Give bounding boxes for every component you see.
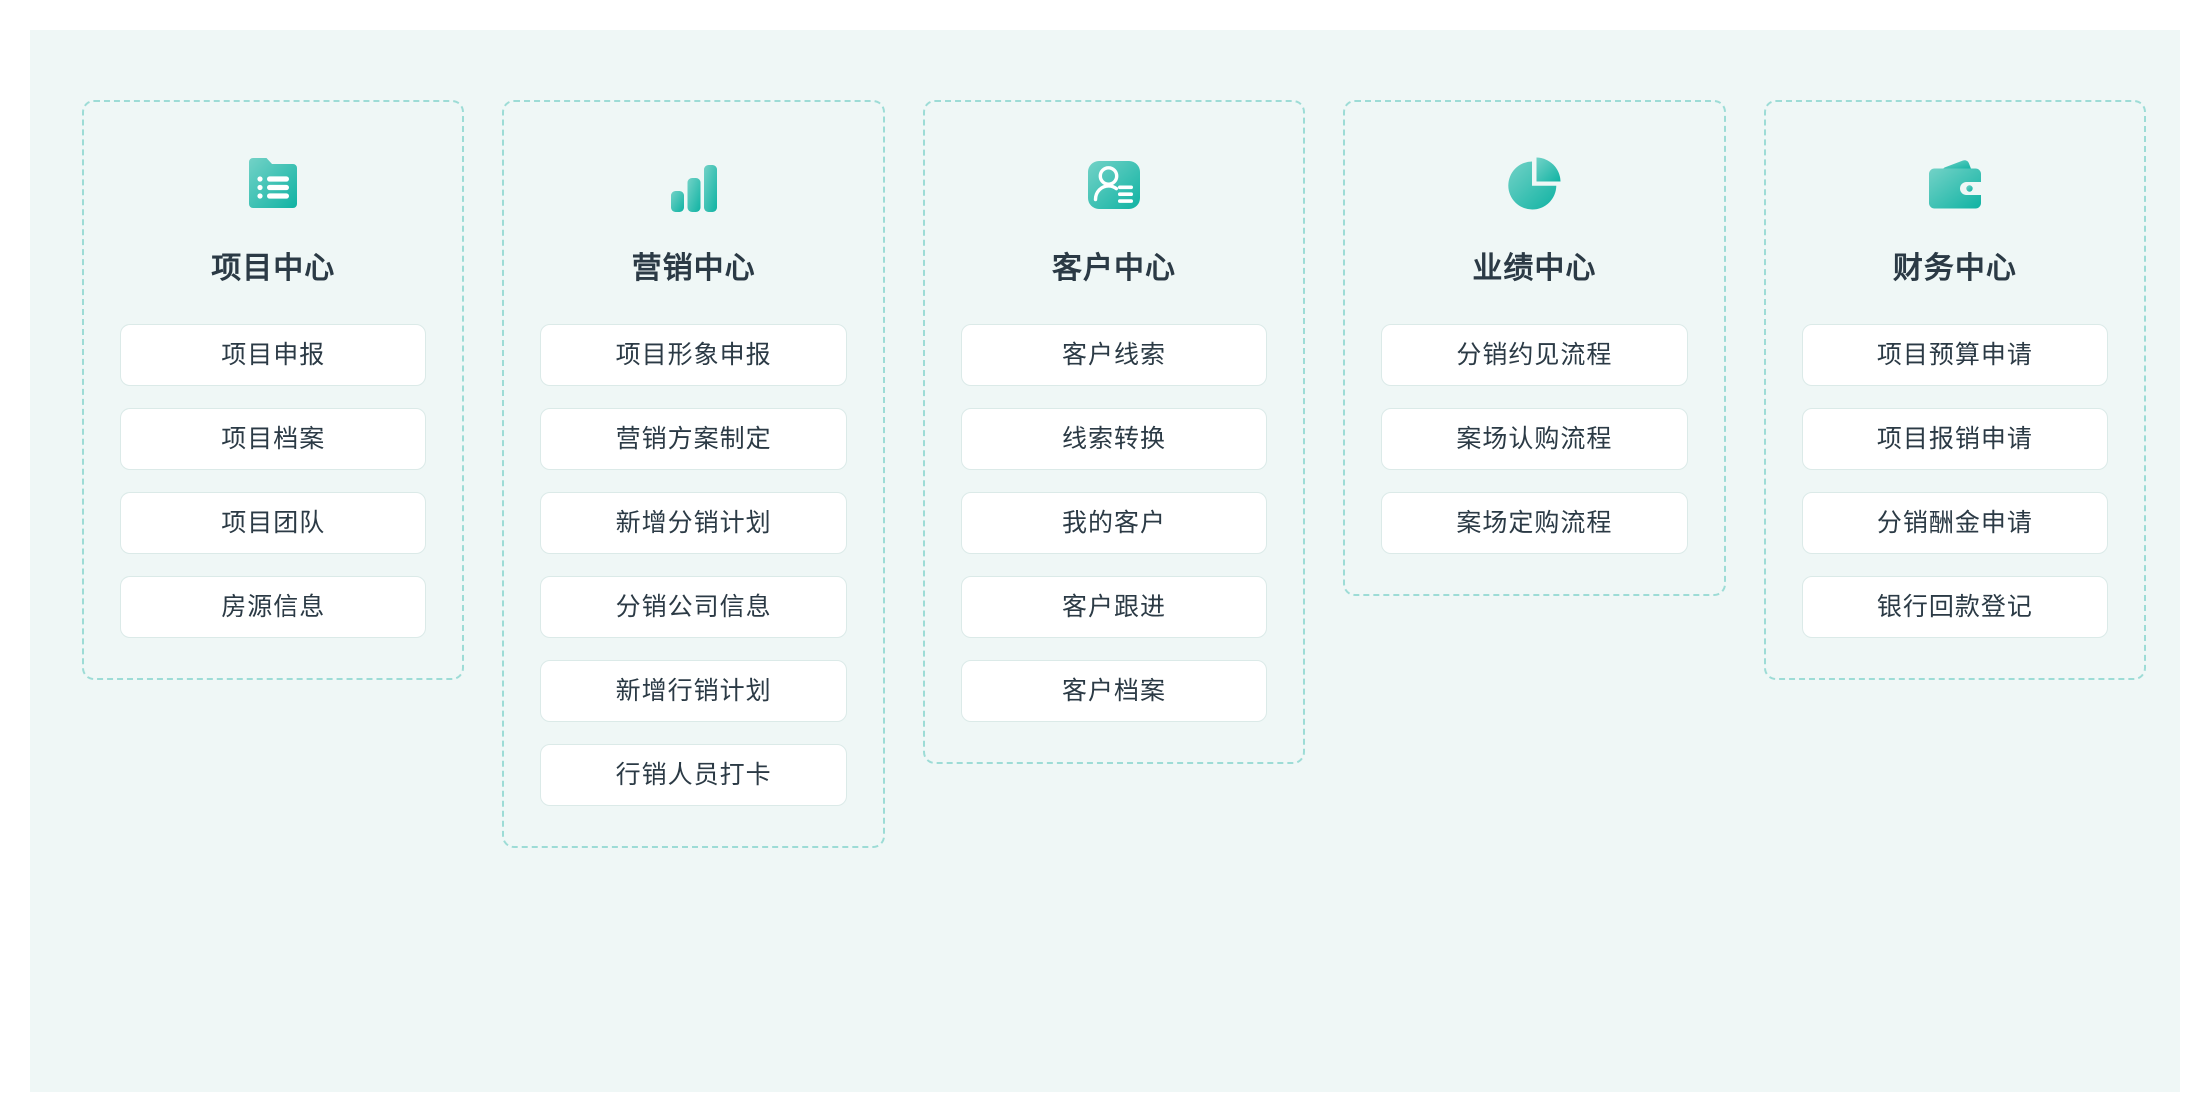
module-column: 项目中心项目申报项目档案项目团队房源信息 (82, 100, 465, 680)
module-item-button[interactable]: 我的客户 (960, 492, 1268, 554)
column-title: 客户中心 (1052, 252, 1177, 285)
module-item-button[interactable]: 客户跟进 (960, 576, 1268, 638)
module-column: 财务中心项目预算申请项目报销申请分销酬金申请银行回款登记 (1763, 100, 2147, 680)
document-list-icon (240, 152, 306, 218)
module-item-button[interactable]: 线索转换 (960, 408, 1268, 470)
module-item-button[interactable]: 新增行销计划 (540, 660, 847, 722)
module-overview-panel: 项目中心项目申报项目档案项目团队房源信息 营销中心项目形象申报营销方案制定新增分… (30, 30, 2180, 1092)
module-item-button[interactable]: 分销公司信息 (540, 576, 847, 638)
column-title: 项目中心 (211, 252, 336, 285)
module-item-button[interactable]: 项目团队 (120, 492, 427, 554)
bar-chart-icon (661, 152, 727, 218)
module-item-button[interactable]: 案场认购流程 (1381, 408, 1688, 470)
pie-chart-icon (1501, 152, 1567, 218)
module-item-button[interactable]: 项目预算申请 (1801, 324, 2109, 386)
module-column: 业绩中心分销约见流程案场认购流程案场定购流程 (1343, 100, 1726, 596)
column-item-list: 客户线索线索转换我的客户客户跟进客户档案 (960, 324, 1268, 722)
column-title: 业绩中心 (1472, 252, 1597, 285)
column-item-list: 项目形象申报营销方案制定新增分销计划分销公司信息新增行销计划行销人员打卡 (540, 324, 847, 806)
module-column: 营销中心项目形象申报营销方案制定新增分销计划分销公司信息新增行销计划行销人员打卡 (502, 100, 885, 848)
module-item-button[interactable]: 客户档案 (960, 660, 1268, 722)
module-item-button[interactable]: 项目申报 (120, 324, 427, 386)
module-item-button[interactable]: 行销人员打卡 (540, 744, 847, 806)
module-item-button[interactable]: 项目报销申请 (1801, 408, 2109, 470)
column-title: 营销中心 (631, 252, 756, 285)
module-item-button[interactable]: 分销约见流程 (1381, 324, 1688, 386)
column-item-list: 项目申报项目档案项目团队房源信息 (120, 324, 427, 638)
module-column: 客户中心客户线索线索转换我的客户客户跟进客户档案 (922, 100, 1306, 764)
module-item-button[interactable]: 银行回款登记 (1801, 576, 2109, 638)
module-item-button[interactable]: 新增分销计划 (540, 492, 847, 554)
column-title: 财务中心 (1892, 252, 2017, 285)
module-item-button[interactable]: 项目形象申报 (540, 324, 847, 386)
module-item-button[interactable]: 客户线索 (960, 324, 1268, 386)
wallet-icon (1922, 152, 1988, 218)
contact-card-icon (1081, 152, 1147, 218)
module-item-button[interactable]: 营销方案制定 (540, 408, 847, 470)
module-item-button[interactable]: 房源信息 (120, 576, 427, 638)
column-item-list: 分销约见流程案场认购流程案场定购流程 (1381, 324, 1688, 554)
module-item-button[interactable]: 项目档案 (120, 408, 427, 470)
module-columns: 项目中心项目申报项目档案项目团队房源信息 营销中心项目形象申报营销方案制定新增分… (82, 100, 2147, 848)
module-item-button[interactable]: 案场定购流程 (1381, 492, 1688, 554)
column-item-list: 项目预算申请项目报销申请分销酬金申请银行回款登记 (1801, 324, 2109, 638)
module-item-button[interactable]: 分销酬金申请 (1801, 492, 2109, 554)
